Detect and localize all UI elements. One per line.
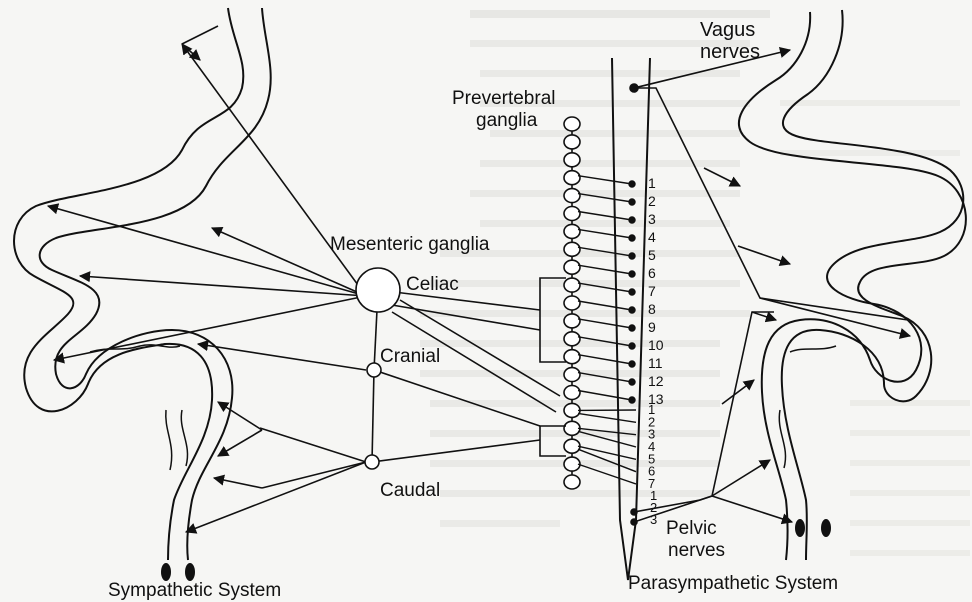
thoracic-segment-number: 12 (648, 373, 664, 389)
vagus-label-line1: Vagus (700, 19, 755, 41)
ganglion-node (564, 439, 580, 453)
ganglion-node (564, 421, 580, 435)
ganglion-node (564, 475, 580, 489)
spinal-root-line (578, 355, 632, 364)
ganglion-node (564, 350, 580, 364)
lumbar-root-line (578, 413, 636, 422)
parasympathetic-caption: Parasympathetic System (628, 573, 838, 594)
thoracic-segment-number: 9 (648, 319, 656, 335)
spinal-root-line (578, 212, 632, 221)
spinal-root-line (578, 391, 632, 401)
ganglion-node (564, 171, 580, 185)
spinal-root-line (578, 176, 632, 184)
spinal-root-line (578, 301, 632, 310)
sympathetic-brackets (540, 278, 566, 456)
ganglion-node (564, 242, 580, 256)
right-gut-ends (795, 519, 831, 537)
prevertebral-ganglia-chain (564, 117, 580, 489)
sympathetic-caption: Sympathetic System (108, 580, 281, 601)
mesenteric-ganglia-label: Mesenteric ganglia (330, 234, 490, 255)
prevertebral-label-line2: ganglia (476, 110, 538, 131)
thoracic-segment-number: 6 (648, 265, 656, 281)
ganglion-node (564, 296, 580, 310)
pelvic-label-line1: Pelvic (666, 518, 717, 539)
left-gut-outline (14, 8, 271, 560)
lumbar-root-line (578, 464, 636, 484)
caudal-label: Caudal (380, 480, 440, 501)
ganglion-node (564, 117, 580, 131)
ganglion-node (564, 403, 580, 417)
right-gut-outline (739, 10, 966, 560)
ganglion-node (564, 332, 580, 346)
cranial-label: Cranial (380, 346, 440, 367)
spinal-root-line (578, 229, 632, 238)
ganglion-node (564, 278, 580, 292)
pelvic-label-line2: nerves (668, 540, 725, 561)
ganglion-node (564, 224, 580, 238)
spinal-root-line (578, 265, 632, 274)
ganglion-node (564, 207, 580, 221)
thoracic-segment-number: 10 (648, 337, 664, 353)
thoracic-segment-number: 11 (648, 355, 663, 371)
ganglion-node (564, 260, 580, 274)
ganglion-node (564, 153, 580, 167)
spinal-root-line (578, 319, 632, 328)
ganglion-node (564, 368, 580, 382)
vagus-label-line2: nerves (700, 41, 760, 63)
thoracic-segment-number: 2 (648, 193, 656, 209)
ganglion-node (564, 189, 580, 203)
ganglion-node (564, 386, 580, 400)
ganglion-node (564, 457, 580, 471)
thoracic-segment-number: 1 (648, 175, 656, 191)
thoracic-segment-number: 8 (648, 301, 656, 317)
sacral-segment-number: 3 (650, 512, 657, 527)
ganglion-node (564, 135, 580, 149)
left-gut-ends (161, 563, 195, 581)
thoracic-segment-number: 3 (648, 211, 656, 227)
ganglion-node (564, 314, 580, 328)
thoracic-segment-number: 5 (648, 247, 656, 263)
thoracic-segment-number: 4 (648, 229, 656, 245)
celiac-label: Celiac (406, 274, 459, 295)
prevertebral-label-line1: Prevertebral (452, 88, 556, 109)
thoracic-segment-number: 7 (648, 283, 656, 299)
